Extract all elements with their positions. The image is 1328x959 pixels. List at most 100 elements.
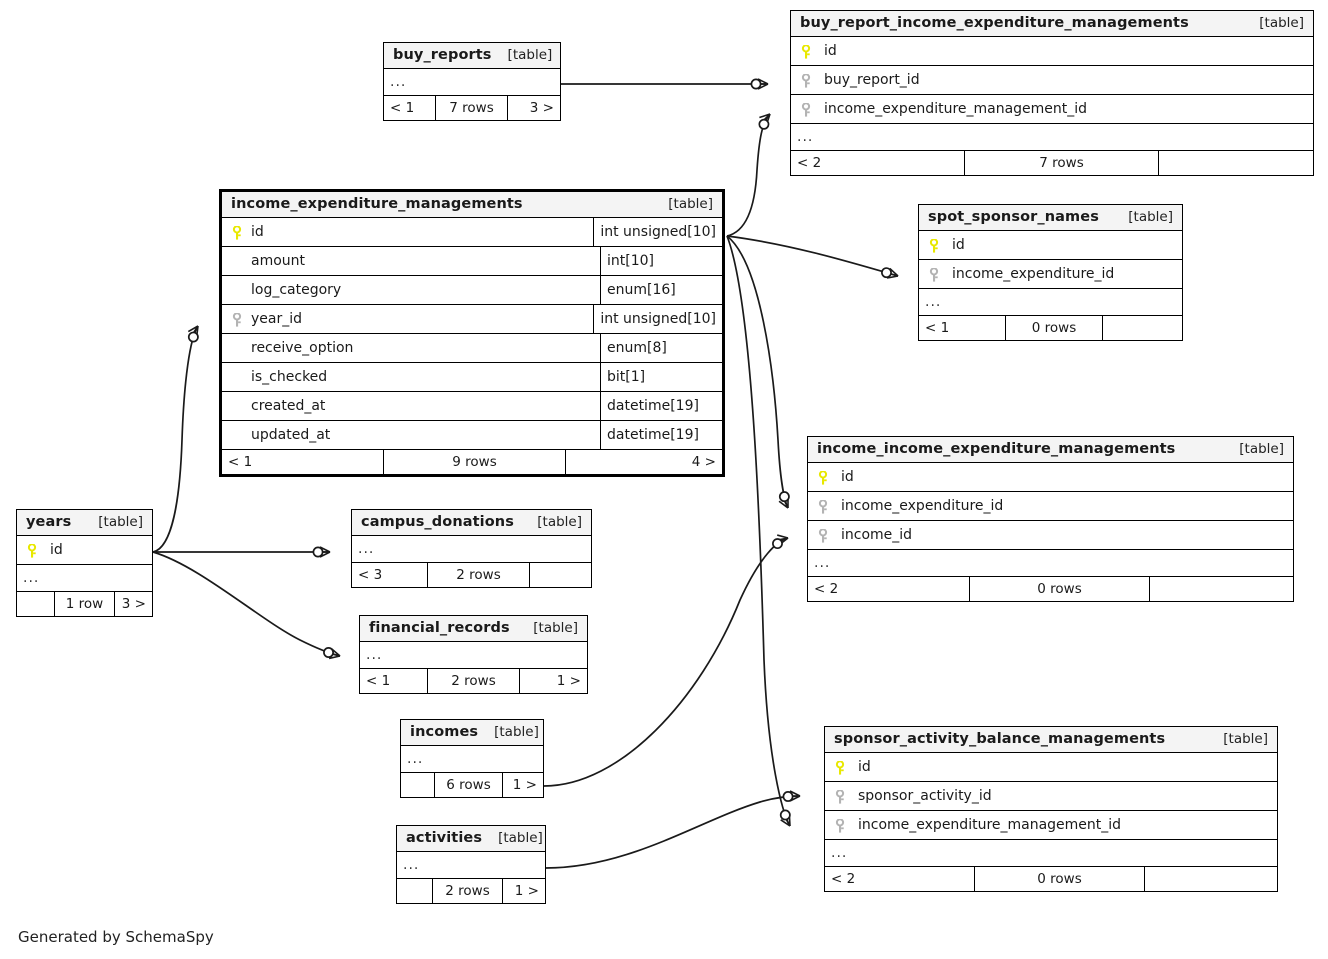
gray-key-icon	[835, 818, 846, 833]
column-name: income_expenditure_id	[841, 498, 1004, 514]
column-row[interactable]: id	[825, 753, 1277, 782]
next-relations-count[interactable]	[1159, 151, 1313, 175]
prev-relations-count[interactable]: < 1	[360, 669, 428, 693]
key-slot	[797, 102, 815, 117]
table-header-spot_sponsor_names: spot_sponsor_names[table]	[919, 205, 1182, 231]
column-row[interactable]: id	[17, 536, 152, 565]
table-buy_report_income_expenditure_managements[interactable]: buy_report_income_expenditure_management…	[790, 10, 1314, 176]
column-name-cell: sponsor_activity_id	[825, 782, 1277, 810]
next-relations-count[interactable]: 4 >	[691, 454, 716, 470]
prev-relations-count[interactable]: < 1	[222, 450, 384, 474]
more-columns-ellipsis[interactable]: ...	[791, 124, 1313, 151]
prev-relations-count[interactable]: < 3	[352, 563, 428, 587]
next-relations-count[interactable]	[1145, 867, 1277, 891]
column-name: is_checked	[251, 369, 328, 385]
next-relations-count[interactable]: 1 >	[512, 777, 537, 793]
column-name: id	[251, 224, 264, 240]
next-relations-count[interactable]: 1 >	[514, 883, 539, 899]
column-name: id	[50, 542, 63, 558]
column-row[interactable]: income_expenditure_id	[919, 260, 1182, 289]
column-row[interactable]: income_id	[808, 521, 1293, 550]
more-columns-ellipsis[interactable]: ...	[352, 536, 591, 563]
column-row[interactable]: sponsor_activity_id	[825, 782, 1277, 811]
key-slot	[814, 528, 832, 543]
next-relations-count[interactable]	[530, 563, 591, 587]
gray-key-icon	[801, 102, 812, 117]
next-relations-count[interactable]	[1103, 316, 1182, 340]
column-row[interactable]: income_expenditure_management_id	[825, 811, 1277, 840]
column-type: int unsigned[10]	[593, 305, 722, 333]
more-columns-ellipsis[interactable]: ...	[919, 289, 1182, 316]
prev-relations-count[interactable]: < 2	[791, 151, 965, 175]
table-title: income_expenditure_managements	[231, 196, 523, 212]
next-relations-count[interactable]: 1 >	[556, 673, 581, 689]
table-income_income_expenditure_managements[interactable]: income_income_expenditure_managements[ta…	[807, 436, 1294, 602]
table-type-tag: [table]	[494, 724, 539, 740]
yellow-key-icon	[27, 543, 38, 558]
prev-relations-count[interactable]: < 2	[825, 867, 975, 891]
column-row[interactable]: buy_report_id	[791, 66, 1313, 95]
column-row[interactable]: id	[791, 37, 1313, 66]
prev-relations-count[interactable]: < 2	[808, 577, 970, 601]
more-columns-ellipsis[interactable]: ...	[360, 642, 587, 669]
more-columns-ellipsis[interactable]: ...	[401, 746, 543, 773]
optional-cardinality-marker	[323, 647, 334, 658]
column-row[interactable]: id	[808, 463, 1293, 492]
table-spot_sponsor_names[interactable]: spot_sponsor_names[table]id income_expend…	[918, 204, 1183, 341]
more-columns-ellipsis[interactable]: ...	[397, 852, 545, 879]
gray-key-icon	[232, 312, 243, 327]
prev-relations-count[interactable]: < 1	[919, 316, 1006, 340]
prev-relations-count[interactable]	[401, 773, 435, 797]
table-title: income_income_expenditure_managements	[817, 441, 1176, 457]
column-row[interactable]: id	[919, 231, 1182, 260]
key-slot	[831, 818, 849, 833]
prev-relations-count[interactable]	[397, 879, 433, 903]
more-columns-ellipsis[interactable]: ...	[17, 565, 152, 592]
column-name: buy_report_id	[824, 72, 920, 88]
table-sponsor_activity_balance_managements[interactable]: sponsor_activity_balance_managements[tab…	[824, 726, 1278, 892]
row-count: 7 rows	[965, 151, 1159, 175]
relationship-edge	[726, 235, 789, 509]
next-relations-count[interactable]: 3 >	[121, 596, 146, 612]
key-slot	[23, 543, 41, 558]
optional-cardinality-marker	[881, 267, 892, 279]
prev-relations-count[interactable]: < 1	[384, 96, 436, 120]
optional-cardinality-marker	[778, 491, 790, 503]
column-row[interactable]: income_expenditure_id	[808, 492, 1293, 521]
next-relations-count[interactable]: 3 >	[529, 100, 554, 116]
yellow-key-icon	[801, 44, 812, 59]
column-name-cell: income_expenditure_management_id	[825, 811, 1277, 839]
prev-relations-count[interactable]	[17, 592, 55, 616]
more-columns-ellipsis[interactable]: ...	[384, 69, 560, 96]
column-row[interactable]: income_expenditure_management_id	[791, 95, 1313, 124]
table-header-sponsor_activity_balance_managements: sponsor_activity_balance_managements[tab…	[825, 727, 1277, 753]
more-columns-ellipsis[interactable]: ...	[825, 840, 1277, 867]
column-name: income_expenditure_id	[952, 266, 1115, 282]
more-columns-ellipsis[interactable]: ...	[808, 550, 1293, 577]
column-type: enum[16]	[600, 276, 722, 304]
column-name: sponsor_activity_id	[858, 788, 992, 804]
optional-cardinality-marker	[782, 791, 794, 802]
next-relations-count[interactable]	[1150, 577, 1293, 601]
